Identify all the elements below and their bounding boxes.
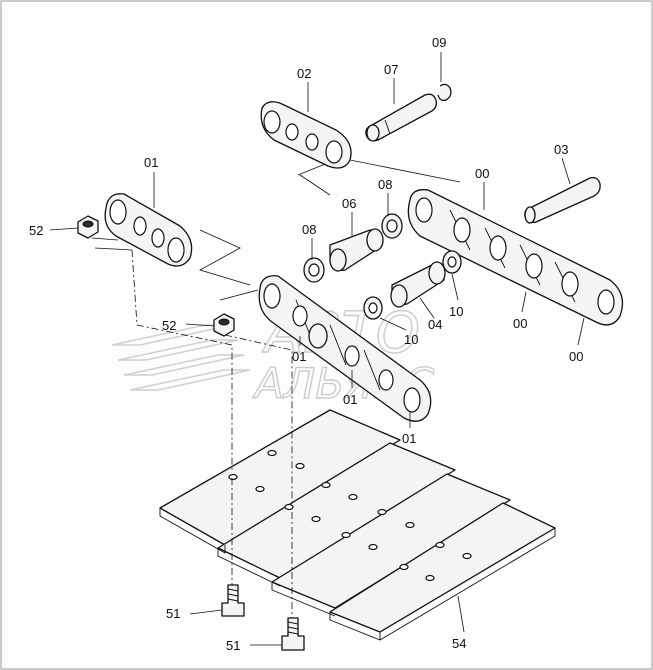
seal-08-left — [303, 257, 325, 283]
label-52-mid: 52 — [162, 318, 176, 333]
snap-ring-09-icon — [437, 83, 452, 102]
part-labels: 09 02 07 01 03 00 08 06 08 52 10 04 00 1… — [29, 35, 583, 653]
label-52-top: 52 — [29, 223, 43, 238]
shoe-plate-3 — [271, 473, 511, 609]
link-02 — [260, 101, 352, 169]
label-02: 02 — [297, 66, 311, 81]
label-00-mid: 00 — [513, 316, 527, 331]
seal-10-left — [363, 296, 383, 320]
bolt-51-bottom — [281, 617, 305, 651]
label-01-c: 01 — [402, 431, 416, 446]
bushing-04 — [390, 261, 446, 308]
label-07: 07 — [384, 62, 398, 77]
label-10-right: 10 — [449, 304, 463, 319]
label-04: 04 — [428, 317, 442, 332]
nut-52-mid — [213, 313, 235, 337]
shoe-plate-1 — [159, 409, 401, 546]
bolt-51-top — [221, 584, 245, 617]
label-00-bottom: 00 — [569, 349, 583, 364]
label-08-left: 08 — [302, 222, 316, 237]
bushing-06 — [329, 228, 384, 272]
leader-lines — [49, 52, 585, 646]
nut-52-top — [77, 215, 99, 239]
shoe-plate-edges — [159, 508, 556, 641]
label-51-top: 51 — [166, 606, 180, 621]
label-03: 03 — [554, 142, 568, 157]
track-shoe-plates — [159, 409, 556, 641]
label-01-b: 01 — [343, 392, 357, 407]
label-00-top: 00 — [475, 166, 489, 181]
pin-03 — [524, 176, 601, 224]
pin-07-body — [365, 93, 438, 142]
master-pin-07 — [365, 93, 438, 142]
label-09: 09 — [432, 35, 446, 50]
label-10-mid: 10 — [404, 332, 418, 347]
label-01-top: 01 — [144, 155, 158, 170]
shoe-plate-2 — [217, 442, 456, 579]
shoe-plate-bolt-holes — [228, 449, 472, 582]
label-06: 06 — [342, 196, 356, 211]
seal-10-right — [442, 250, 462, 274]
watermark-emblem-icon — [111, 324, 251, 391]
link-chain-00 — [407, 189, 624, 326]
label-51-bottom: 51 — [226, 638, 240, 653]
link-01-upper — [104, 193, 193, 267]
link-chain-00-body — [407, 189, 624, 326]
label-08-right: 08 — [378, 177, 392, 192]
label-54: 54 — [452, 636, 466, 651]
snap-ring-09 — [437, 83, 452, 102]
pin-03-body — [524, 176, 601, 224]
label-01-a: 01 — [292, 349, 306, 364]
seal-08-right — [381, 213, 403, 239]
link-chain-01 — [258, 275, 432, 422]
